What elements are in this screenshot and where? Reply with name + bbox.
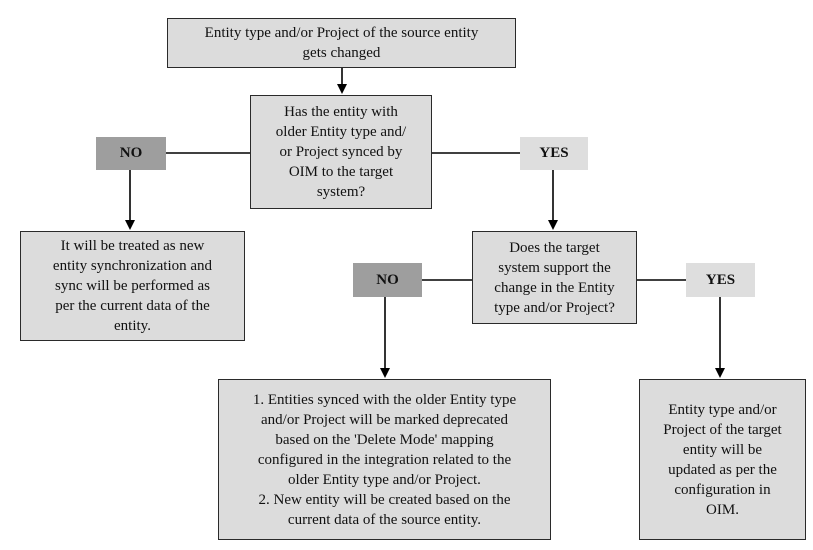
new-sync-node: It will be treated as new entity synchro… bbox=[20, 231, 245, 341]
decision-node-synced: Has the entity with older Entity type an… bbox=[250, 95, 432, 209]
yes-label-decision1: YES bbox=[520, 137, 588, 170]
no-label-decision2: NO bbox=[353, 263, 422, 297]
update-node: Entity type and/or Project of the target… bbox=[639, 379, 806, 540]
no-label-decision1: NO bbox=[96, 137, 166, 170]
deprecate-node: 1. Entities synced with the older Entity… bbox=[218, 379, 551, 540]
start-node: Entity type and/or Project of the source… bbox=[167, 18, 516, 68]
decision-node-support: Does the target system support the chang… bbox=[472, 231, 637, 324]
yes-label-decision2: YES bbox=[686, 263, 755, 297]
